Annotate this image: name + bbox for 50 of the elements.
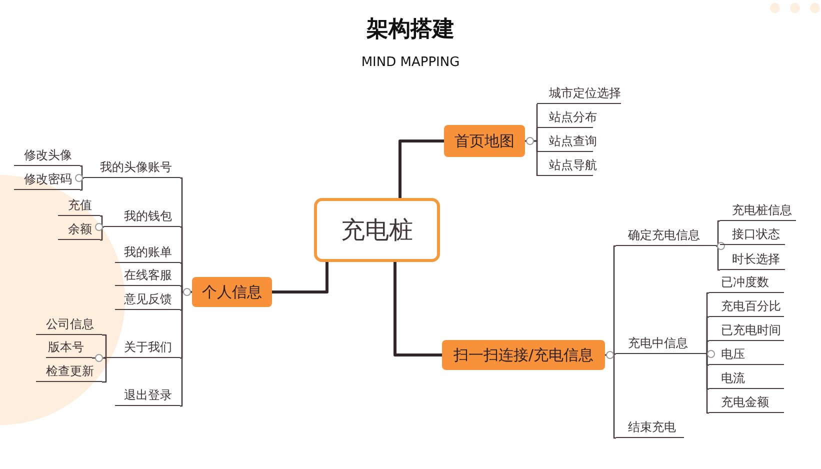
title: 架构搭建 <box>366 16 456 44</box>
connector-line <box>100 215 104 228</box>
topic-box: 扫一扫连接/充电信息 <box>442 340 605 370</box>
subtopic-label: 意见反馈 <box>115 290 180 310</box>
connector-line <box>525 140 538 177</box>
subtopic-label: 电压 <box>709 345 784 365</box>
topic-box: 个人信息 <box>192 277 272 307</box>
subtopic-label: 检查更新 <box>36 362 102 382</box>
connector-line <box>706 353 709 414</box>
subtopic-label: 在线客服 <box>115 266 180 286</box>
subtopic-label: 充电百分比 <box>709 297 784 317</box>
connector-line <box>716 245 720 271</box>
connector-line <box>180 291 192 407</box>
subtopic-label: 修改密码 <box>14 170 80 190</box>
subtopic-label: 接口状态 <box>720 225 785 245</box>
central-topic-box: 充电桩 <box>314 198 440 262</box>
subtopic-label: 余额 <box>58 220 100 240</box>
connector-line <box>80 177 84 191</box>
subtopic-label: 我的钱包 <box>104 207 180 227</box>
connector-line <box>394 260 442 356</box>
subtopic-label: 结束充电 <box>616 418 684 438</box>
subtopic-label: 关于我们 <box>104 338 180 358</box>
subtopic-label: 版本号 <box>46 338 92 358</box>
subtopic-label: 充电桩信息 <box>720 201 796 221</box>
connector-line <box>272 260 328 294</box>
subtopic-label: 充电金额 <box>709 393 784 413</box>
subtopic-label: 时长选择 <box>720 250 785 270</box>
subtopic-label: 我的头像账号 <box>84 158 180 178</box>
subtopic-label: 确定充电信息 <box>616 226 716 246</box>
subtopic-label: 已冲度数 <box>709 273 784 293</box>
connector-line <box>706 340 709 355</box>
topic-box: 首页地图 <box>444 125 525 157</box>
subtopic-label: 已充电时间 <box>709 321 784 341</box>
subtopic-label: 城市定位选择 <box>537 84 621 104</box>
connector-line <box>80 165 84 179</box>
subtopic-label: 公司信息 <box>36 315 102 335</box>
subtopic-label: 充电中信息 <box>616 334 706 354</box>
subtopic-label: 我的账单 <box>115 243 180 263</box>
subtopic-label: 修改头像 <box>14 146 80 166</box>
subtopic-label: 电流 <box>709 369 784 389</box>
connector-line <box>605 354 616 439</box>
connector-line <box>92 357 107 359</box>
connector-line <box>102 357 107 383</box>
subtopic-label: 退出登录 <box>115 386 180 406</box>
subtitle: MIND MAPPING <box>360 55 461 70</box>
connector-line <box>102 334 107 359</box>
connector-line <box>100 226 104 241</box>
subtopic-label: 充值 <box>58 196 100 216</box>
connector-line <box>716 220 720 247</box>
connector-line <box>398 140 444 200</box>
